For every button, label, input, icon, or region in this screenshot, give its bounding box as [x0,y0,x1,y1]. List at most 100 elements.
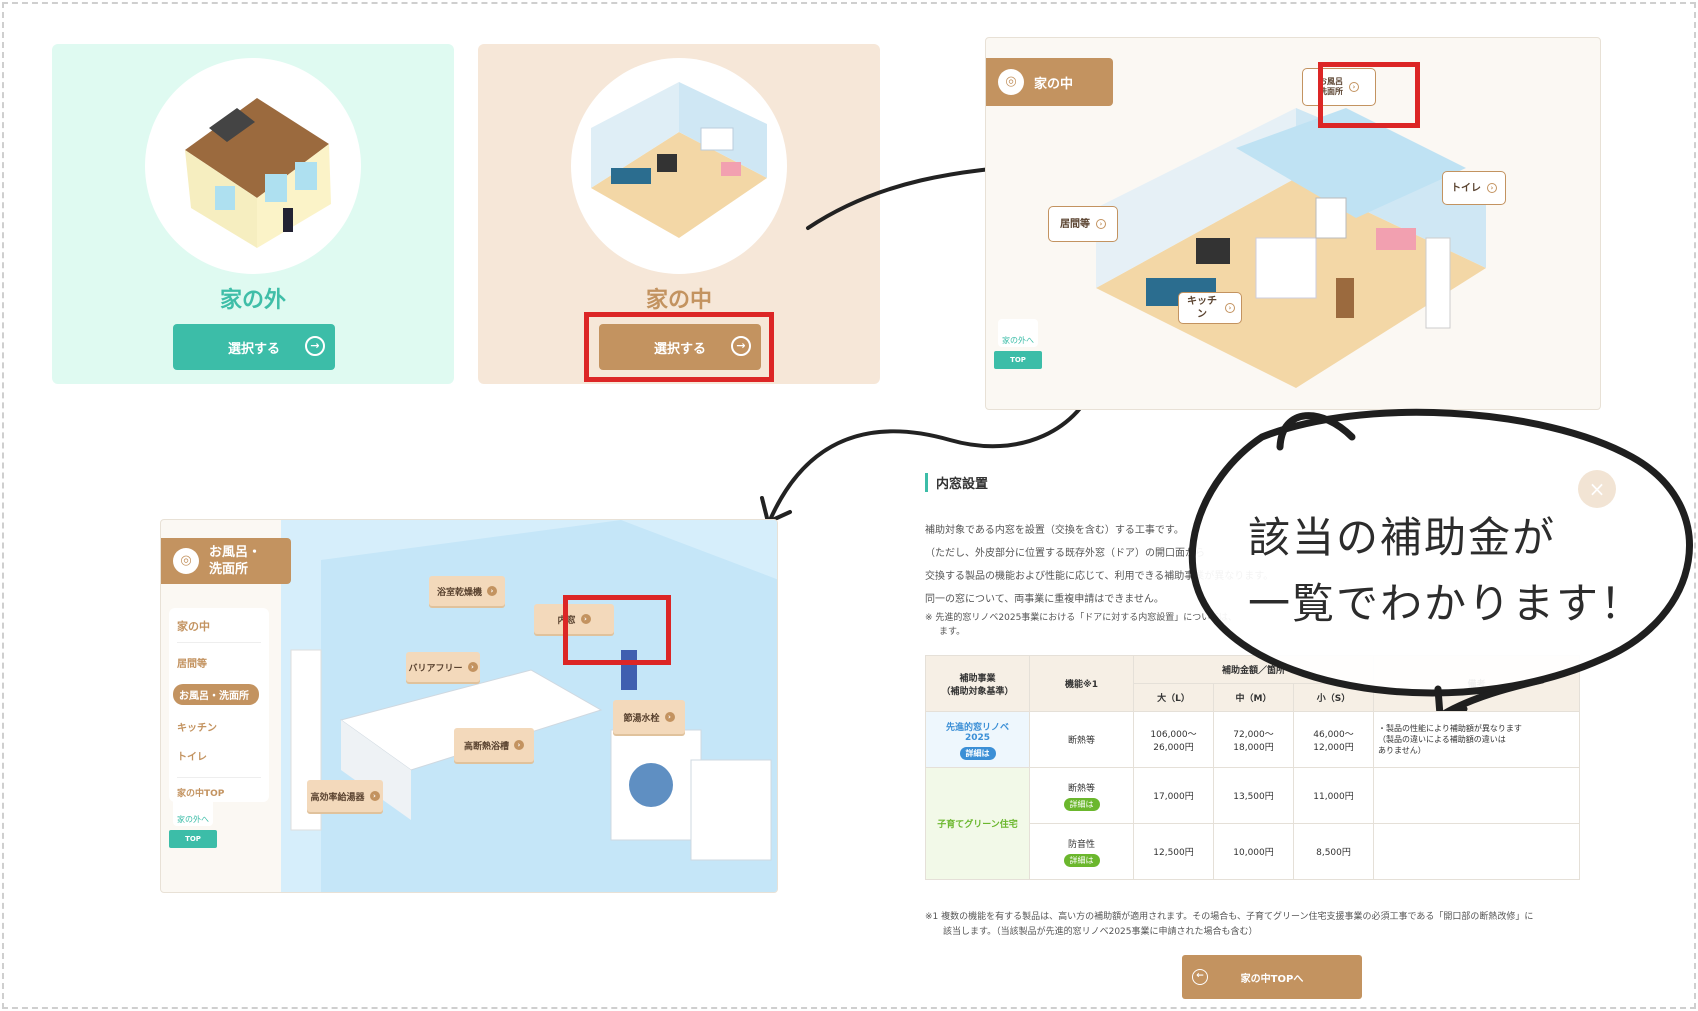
th-program: 補助事業 （補助対象基準） [925,655,1030,712]
highlight-bath-callout [1318,62,1420,128]
arrow-circle-icon: › [514,740,524,750]
cell-large: 17,000円 [1133,767,1214,824]
callout-barrier-free[interactable]: バリアフリー› [406,652,480,682]
arrow-circle-icon: › [1487,183,1497,193]
cell-note: ・製品の性能により補助額が異なります （製品の違いによる補助額の違いは ありませ… [1373,711,1580,768]
cell-function: 断熱等 [1029,711,1134,768]
footnote-line: ※1 複数の機能を有する製品は、高い方の補助額が適用されます。その場合も、子育て… [925,912,1534,922]
bubble-message: 該当の補助金が 一覧でわかります！ [1248,505,1644,637]
th-function: 機能※1 [1029,655,1134,712]
inside-top-button-label: 家の中TOPへ [1240,973,1304,985]
callout-kitchen-label: キッチン [1187,296,1217,320]
desc-line: （ただし、外皮部分に位置する既存外窓（ドア）の開口面から [925,548,1205,559]
arrow-circle-icon: › [664,712,675,722]
cell-medium: 72,000〜 18,000円 [1213,711,1294,768]
top-mini-button[interactable]: TOP [994,351,1042,369]
callout-bath-label: お風呂 洗面所 [1319,76,1343,96]
th-large: 大（L） [1133,683,1214,712]
location-pin-icon: ◎ [173,548,199,574]
inside-card[interactable]: 家の中 選択する → [478,44,880,384]
callout-bath[interactable]: お風呂 洗面所 › [1302,68,1376,106]
outside-card-title: 家の外 [219,288,286,313]
details-button[interactable]: 詳細は [1063,797,1100,811]
cell-small: 8,500円 [1293,823,1374,880]
callout-insulated-bathtub-label: 高断熱浴槽 [463,741,509,752]
section-description: 補助対象である内窓を設置（交換を含む）する工事です。 （ただし、外皮部分に位置す… [925,519,1585,639]
desc-line: 同一の窓について、両事業に重複申請はできません。 [925,594,1164,605]
inside-select-label: 選択する [653,341,706,357]
house-interior-panel: ◎ 家の中 お風呂 洗面所 › トイレ › 居間等 › キッチン › 家の外へ … [985,37,1601,410]
arrow-circle-icon: › [369,791,380,801]
highlight-inner-window-callout [563,595,671,665]
cell-small: 46,000〜 12,000円 [1293,711,1374,768]
section-title: 内窓設置 [925,473,988,492]
bubble-line-2: 一覧でわかります！ [1248,579,1645,628]
arrow-right-icon: → [305,336,325,356]
cell-large: 12,500円 [1133,823,1214,880]
close-icon[interactable]: × [1578,470,1616,508]
callout-kitchen[interactable]: キッチン › [1178,292,1242,324]
callout-water-saving-faucet[interactable]: 節湯水栓 › [613,700,685,734]
house-interior-tag: ◎ 家の中 [986,58,1113,106]
cell-small: 11,000円 [1293,767,1374,824]
menu-item-home-inside[interactable]: 家の中 [177,618,261,643]
program-name: 先進的窓リノベ 2025 [945,722,1009,743]
callout-bath-dryer[interactable]: 浴室乾燥機› [429,576,505,606]
desc-line: 交換する製品の機能および性能に応じて、利用できる補助事業が異なります。 [925,571,1274,582]
callout-toilet[interactable]: トイレ › [1442,171,1506,205]
inside-top-button[interactable]: ← 家の中TOPへ [1182,955,1362,999]
table-row: 子育てグリーン住宅 断熱等 詳細は 17,000円 13,500円 11,000… [925,767,1580,880]
desc-note: ます。 [939,627,966,637]
callout-living-label: 居間等 [1060,218,1090,230]
inside-card-title: 家の中 [645,288,712,313]
bath-side-menu: 家の中 居間等 お風呂・洗面所 キッチン トイレ 家の中TOP [169,608,269,802]
cell-function: 断熱等 詳細は [1029,767,1134,824]
house-mini-icon: 家の外へ [173,798,213,826]
arrow-circle-icon: › [580,614,591,624]
details-button[interactable]: 詳細は [1063,853,1100,867]
arrow-circle-icon: › [467,662,478,672]
callout-water-saving-faucet-label: 節湯水栓 [623,713,660,724]
outside-select-button[interactable]: 選択する → [173,324,335,370]
back-to-top-widget[interactable]: 家の外へ TOP [994,319,1042,369]
menu-item-kitchen[interactable]: キッチン [177,723,217,734]
cell-note [1373,767,1580,824]
function-name: 防音性 [1067,839,1095,850]
outside-house-illustration [145,58,361,274]
arrow-right-icon: → [731,336,751,356]
bath-tag: ◎ お風呂・ 洗面所 [161,538,291,584]
table-row: 先進的窓リノベ 2025 詳細は 断熱等 106,000〜 26,000円 72… [925,711,1580,768]
cell-function: 防音性 詳細は [1029,823,1134,880]
bubble-line-1: 該当の補助金が [1248,513,1557,562]
callout-efficient-water-heater[interactable]: 高効率給湯器› [307,780,383,812]
back-to-top-widget[interactable]: 家の外へ TOP [169,798,217,848]
top-mini-button[interactable]: TOP [169,830,217,848]
callout-bath-dryer-label: 浴室乾燥機 [436,587,482,598]
arrow-left-icon: ← [1192,969,1208,985]
details-button[interactable]: 詳細は [959,746,996,760]
menu-item-inside-top[interactable]: 家の中TOP [177,777,261,799]
menu-item-living[interactable]: 居間等 [177,659,207,670]
callout-insulated-bathtub[interactable]: 高断熱浴槽 › [454,728,534,762]
desc-note: ※ 先進的窓リノベ2025事業における「ドアに対する内窓設置」については、 [925,613,1237,623]
speech-bubble [1188,408,1693,711]
arrow-circle-icon: › [1096,219,1106,229]
location-pin-icon: ◎ [998,69,1024,95]
highlight-inside-select [584,312,774,382]
cell-program: 子育てグリーン住宅 [925,767,1030,880]
menu-item-bath[interactable]: お風呂・洗面所 [173,684,259,705]
arrow-circle-icon: › [1349,82,1359,92]
table-row: 防音性 詳細は 12,500円 10,000円 8,500円 [926,823,1580,880]
bath-panel: ◎ お風呂・ 洗面所 家の中 居間等 お風呂・洗面所 キッチン トイレ 家の中T… [160,519,778,893]
bath-illustration [281,520,777,892]
outside-card[interactable]: 家の外 選択する → [52,44,454,384]
inside-select-button[interactable]: 選択する → [599,324,761,370]
cell-program: 先進的窓リノベ 2025 詳細は [925,711,1030,768]
menu-item-toilet[interactable]: トイレ [177,752,207,763]
callout-living[interactable]: 居間等 › [1048,206,1118,242]
footnote-line: 該当します。（当該製品が先進的窓リノベ2025事業に申請された場合も含む） [943,927,1258,937]
cell-medium: 10,000円 [1213,823,1294,880]
house-interior-tag-label: 家の中 [1034,76,1074,92]
function-name: 断熱等 [1067,783,1095,794]
